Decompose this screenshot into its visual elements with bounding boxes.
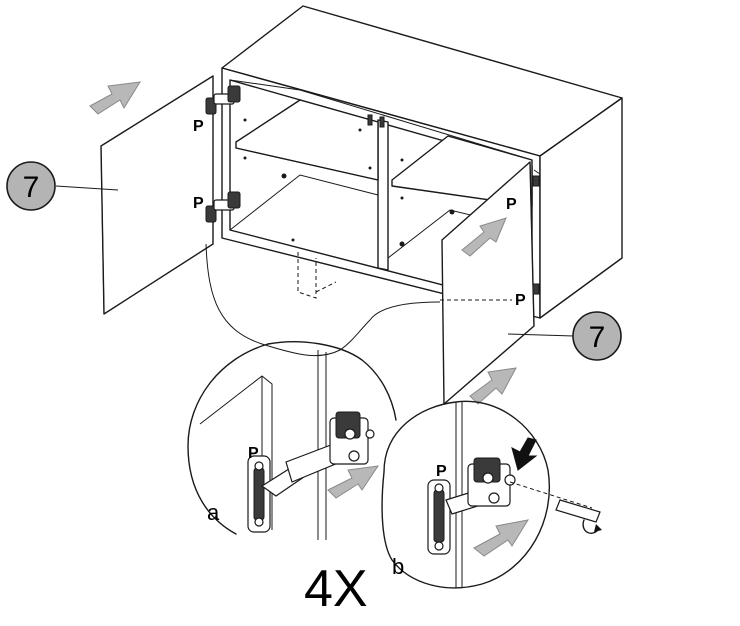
hinge-marker-right-upper: P [506, 196, 517, 213]
callout-circle-right [572, 311, 622, 361]
callout-right: 7 [507, 311, 622, 361]
arrow-left-door [89, 81, 141, 115]
detail-b-label: b [392, 554, 404, 579]
detail-b-push-arrow [511, 437, 538, 471]
quantity-label: 4X [304, 560, 368, 618]
detail-b-hinge-marker: P [436, 463, 447, 480]
callout-number-right: 7 [589, 321, 606, 354]
screwdriver-icon [555, 499, 601, 523]
callout-circle-left [6, 161, 56, 211]
hinge-marker-left-upper: P [193, 118, 204, 135]
right-shelf [391, 135, 533, 207]
left-door [100, 75, 241, 315]
left-lower-hinge [205, 191, 241, 223]
arrow-right-door-lower [469, 367, 517, 405]
center-divider [377, 119, 389, 271]
arrow-right-door-upper [461, 217, 507, 257]
hinge-marker-right-lower: P [515, 292, 526, 309]
right-door [440, 161, 541, 405]
callout-left: 7 [6, 161, 119, 211]
detail-b: P b [381, 400, 602, 589]
left-upper-hinge [205, 85, 241, 115]
left-shelf [235, 99, 379, 181]
cabinet-right-side [539, 97, 623, 319]
detail-a-hinge [247, 411, 375, 533]
cabinet [221, 5, 623, 319]
detail-a-label: a [207, 500, 220, 525]
detail-a: P a [187, 341, 397, 540]
detail-b-hinge [427, 457, 516, 555]
hinge-marker-left-lower: P [193, 195, 204, 212]
callout-number-left: 7 [23, 171, 40, 204]
rotate-icon [582, 519, 599, 534]
detail-a-hinge-marker: P [248, 445, 259, 462]
